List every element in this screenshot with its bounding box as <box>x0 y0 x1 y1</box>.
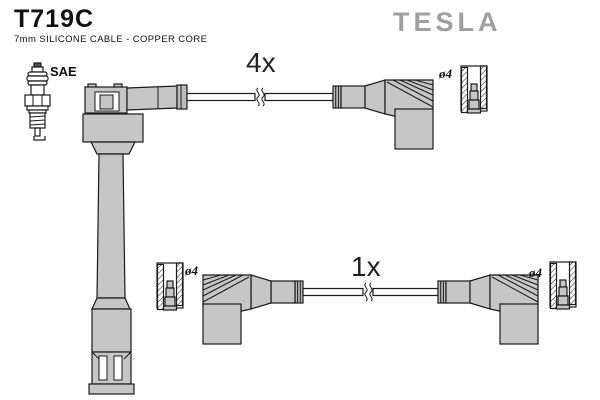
terminal-cross-section-icon-left <box>156 262 184 311</box>
long-cable-quantity-label: 4x <box>246 47 276 78</box>
sae-label: SAE <box>50 64 77 79</box>
terminal-diameter-label-right: ø4 <box>528 265 543 280</box>
brand-logo: TESLA <box>393 7 502 37</box>
terminal-cross-section-icon-top <box>460 65 488 114</box>
pencil-boot-icon <box>82 83 188 395</box>
part-number: T719C <box>14 5 94 33</box>
terminal-diameter-label-left: ø4 <box>184 263 199 278</box>
cable-spec-subtitle: 7mm SILICONE CABLE - COPPER CORE <box>14 34 207 45</box>
terminal-diameter-label-top: ø4 <box>438 66 453 81</box>
terminal-cross-section-icon-right <box>549 261 577 310</box>
short-cable-quantity-label: 1x <box>351 251 381 282</box>
spark-plug-icon <box>24 62 51 141</box>
